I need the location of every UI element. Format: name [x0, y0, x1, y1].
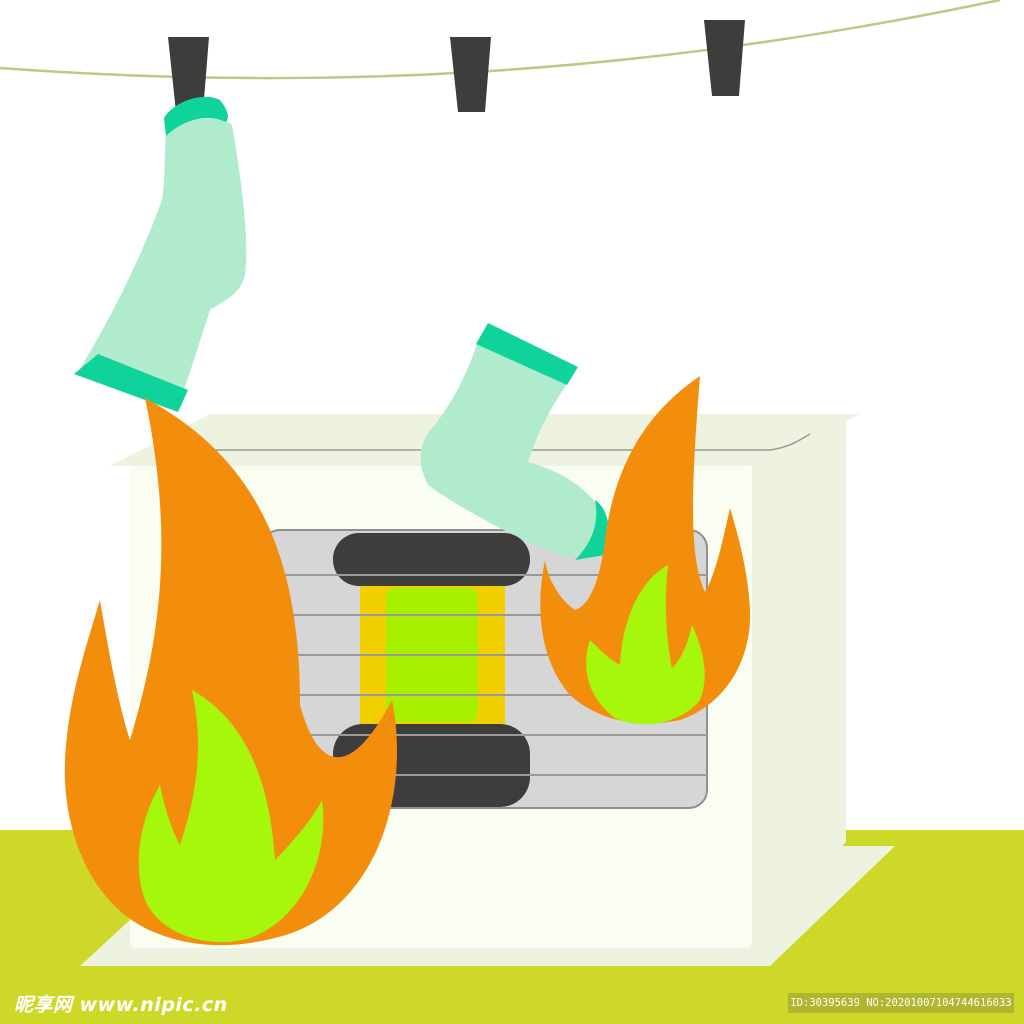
- flame-inner: [586, 565, 705, 725]
- sock-toe-trim: [575, 500, 609, 560]
- flame-icon: [540, 376, 751, 725]
- clothesline: [0, 0, 1001, 80]
- flame-outer: [64, 398, 397, 946]
- sock-icon: [74, 96, 247, 412]
- sock-cuff-trim: [74, 354, 188, 412]
- clothespin-icon: [450, 37, 491, 112]
- sock-cuff-trim: [476, 323, 578, 385]
- flame-icon: [64, 398, 397, 946]
- sock-body: [78, 118, 247, 405]
- clothespin-icon: [704, 20, 745, 96]
- sock-toe-trim: [164, 96, 228, 136]
- watermark-site: 昵享网 www.nipic.cn: [14, 994, 228, 1016]
- watermark-id: ID:30395639 NO:20201007104744616033: [788, 993, 1014, 1013]
- flame-inner: [138, 690, 324, 943]
- heater-top-edge: [210, 433, 811, 451]
- sock-icon: [420, 323, 609, 560]
- sock-body: [420, 340, 601, 557]
- clothespin-icon: [168, 37, 209, 112]
- heater-end-cap-top: [333, 533, 530, 586]
- flame-outer: [540, 376, 751, 724]
- heater-side: [752, 418, 846, 946]
